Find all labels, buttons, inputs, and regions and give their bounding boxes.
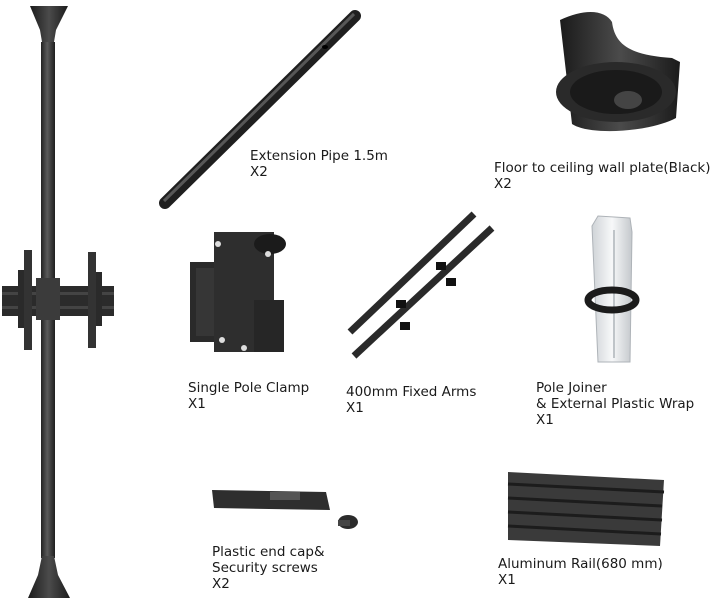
part-qty: X1 — [346, 400, 364, 416]
part-name: Pole Joiner — [536, 380, 607, 396]
caption-wall-plate: Floor to ceiling wall plate(Black) X2 — [494, 160, 710, 192]
caption-fixed-arms: 400mm Fixed Arms X1 — [346, 384, 476, 416]
aluminum-rail-image — [507, 472, 665, 546]
part-name: Aluminum Rail(680 mm) — [498, 556, 663, 572]
part-name: Floor to ceiling wall plate(Black) — [494, 160, 711, 176]
pole-clamp-image — [190, 232, 286, 352]
caption-aluminum-rail: Aluminum Rail(680 mm) X1 — [498, 556, 663, 588]
caption-pole-joiner: Pole Joiner & External Plastic Wrap X1 — [536, 380, 694, 428]
part-name-2: & External Plastic Wrap — [536, 396, 695, 412]
part-qty: X2 — [212, 576, 230, 592]
part-qty: X1 — [188, 396, 206, 412]
part-qty: X2 — [494, 176, 512, 192]
caption-extension-pipe: Extension Pipe 1.5m X2 — [250, 148, 388, 180]
part-name: Single Pole Clamp — [188, 380, 310, 396]
end-cap-image — [212, 490, 358, 529]
part-name: Extension Pipe 1.5m — [250, 148, 388, 164]
part-qty: X1 — [536, 412, 554, 428]
part-name: 400mm Fixed Arms — [346, 384, 477, 400]
part-name: Plastic end cap& — [212, 544, 325, 560]
wall-plate-image — [556, 11, 680, 132]
pole-joiner-image — [584, 215, 640, 363]
extension-pipe-image — [159, 10, 361, 209]
caption-end-cap: Plastic end cap& Security screws X2 — [212, 544, 324, 592]
part-qty: X2 — [250, 164, 268, 180]
fixed-arms-image — [347, 211, 495, 359]
caption-pole-clamp: Single Pole Clamp X1 — [188, 380, 309, 412]
assembled-stand-image — [2, 6, 114, 598]
part-qty: X1 — [498, 572, 516, 588]
part-name-2: Security screws — [212, 560, 318, 576]
